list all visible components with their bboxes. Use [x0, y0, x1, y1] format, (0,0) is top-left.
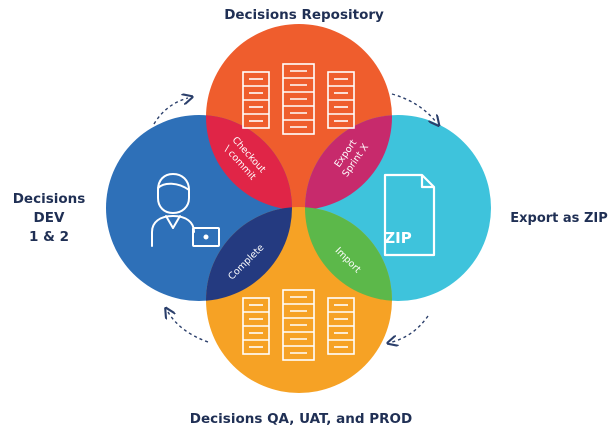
arrow-export-to-qa: [392, 315, 429, 342]
developer-laptop-icon: [151, 173, 220, 247]
zip-file-label: ZIP: [384, 229, 411, 247]
overlap-complete: [206, 207, 292, 301]
label-decisions-dev-line3: 1 & 2: [29, 229, 69, 245]
server-rack-icon: [242, 63, 355, 135]
overlap-export-sprint: [305, 115, 392, 210]
label-decisions-dev-line2: DEV: [34, 210, 65, 226]
overlap-import: [305, 207, 392, 301]
arrow-qa-to-dev: [168, 312, 209, 343]
zip-file-icon: [383, 173, 436, 257]
arrow-repository-to-export: [391, 93, 436, 122]
server-rack-icon: [242, 289, 355, 361]
overlap-checkout-commit: [206, 115, 292, 210]
label-decisions-repository: Decisions Repository: [224, 7, 384, 23]
label-decisions-qa-uat-prod: Decisions QA, UAT, and PROD: [190, 411, 412, 427]
label-decisions-dev-line1: Decisions: [13, 191, 86, 207]
label-export-as-zip: Export as ZIP: [510, 211, 607, 226]
